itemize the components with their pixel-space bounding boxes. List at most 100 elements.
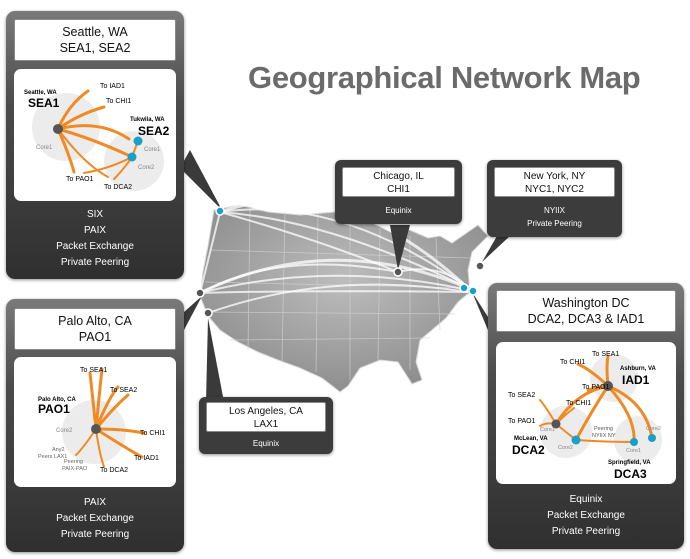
newyork-card: New York, NY NYC1, NYC2 NYIIX Private Pe… (487, 160, 622, 237)
dca3-core1-label: Core1 (626, 448, 641, 454)
to-sea1-label: To SEA1 (80, 367, 107, 374)
seattle-exchange: SIX (86, 209, 104, 220)
to-chi1-label: To CHI1 (560, 359, 585, 366)
pao1-label: PAO1 (38, 402, 70, 416)
washington-node-b (468, 286, 478, 296)
sea1-core1-label: Core1 (36, 145, 53, 151)
peers-lax1-label: Peers LAX1 (38, 454, 67, 460)
dca3-core2-node (648, 434, 656, 442)
washington-city: Washington DC (542, 296, 630, 310)
to-pao1-b-label: To PAO1 (508, 418, 536, 425)
losangeles-header: Los Angeles, CA LAX1 (206, 402, 326, 432)
paloalto-exchange: Private Peering (60, 529, 130, 540)
newyork-header: New York, NY NYC1, NYC2 (494, 167, 615, 197)
pao1-city-label: Palo Alto, CA (38, 397, 76, 403)
sea1-core1-node (53, 124, 63, 134)
dca2-label: DCA2 (512, 443, 545, 457)
washington-node-a (459, 283, 469, 293)
nyiix-label: NYIIX NY (592, 433, 616, 439)
losangeles-code: LAX1 (253, 419, 279, 430)
washington-codes: DCA2, DCA3 & IAD1 (527, 312, 645, 326)
pao1-core2-label: Core2 (56, 428, 73, 434)
newyork-codes: NYC1, NYC2 (525, 184, 584, 195)
chicago-code: CHI1 (387, 184, 410, 195)
callout-pointers (180, 150, 510, 402)
any2-label: Any2 (52, 447, 65, 453)
to-sea2-label: To SEA2 (508, 392, 535, 399)
newyork-exchange: NYIIX (544, 206, 565, 215)
network-arcs (199, 199, 481, 314)
paix-pao-label: PAIX-PAO (62, 466, 88, 472)
peering-label: Peering (594, 426, 613, 432)
seattle-topology: Seattle, WA SEA1 To IAD1 To CHI1 Tukwila… (24, 83, 170, 191)
to-iad1-label: To IAD1 (134, 455, 159, 462)
dca2-core1-label: Core1 (540, 427, 555, 433)
ashburn-label: Ashburn, VA (620, 366, 657, 372)
paloalto-node (195, 288, 205, 298)
us-landmass (199, 204, 489, 393)
sea2-city-label: Tukwila, WA (130, 117, 165, 123)
washington-exchange: Private Peering (551, 526, 621, 537)
washington-exchanges: Equinix Packet Exchange Private Peering (488, 492, 684, 540)
paloalto-header: Palo Alto, CA PAO1 (14, 308, 176, 350)
page-title: Geographical Network Map (248, 60, 641, 95)
sea1-city-label: Seattle, WA (24, 90, 57, 96)
washington-card: Washington DC DCA2, DCA3 & IAD1 (488, 283, 684, 549)
springfield-label: Springfield, VA (608, 460, 651, 466)
to-sea2-label: To SEA2 (110, 387, 137, 394)
paloalto-diagram: Palo Alto, CA PAO1 To SEA1 To SEA2 Core2… (14, 357, 176, 487)
sea2-core2-node (127, 152, 137, 162)
dca2-core2-label: Core2 (558, 445, 573, 451)
chicago-header: Chicago, IL CHI1 (342, 167, 455, 197)
losangeles-card: Los Angeles, CA LAX1 Equinix (199, 397, 333, 454)
sea2-core1-node (133, 136, 143, 146)
pao1-core2-node (91, 424, 101, 434)
to-dca2-label: To DCA2 (100, 467, 128, 474)
paloalto-exchange: PAIX (83, 497, 107, 508)
dca2-core1-node (551, 419, 561, 429)
seattle-header: Seattle, WA SEA1, SEA2 (14, 19, 176, 61)
chicago-city: Chicago, IL (373, 171, 424, 182)
chicago-exchange: Equinix (385, 206, 412, 215)
washington-header: Washington DC DCA2, DCA3 & IAD1 (496, 290, 676, 332)
sea2-core1-label: Core1 (144, 147, 161, 153)
to-dca2-label: To DCA2 (104, 184, 132, 191)
chicago-node (393, 267, 403, 277)
to-sea1-label: To SEA1 (592, 351, 619, 358)
seattle-exchange: Private Peering (60, 257, 130, 268)
paloalto-city: Palo Alto, CA (58, 314, 132, 328)
dca2-core2-node (571, 435, 581, 445)
sea2-label: SEA2 (138, 124, 170, 138)
mclean-label: McLean, VA (514, 436, 548, 442)
seattle-exchanges: SIX PAIX Packet Exchange Private Peering (6, 207, 184, 271)
washington-exchange: Packet Exchange (547, 510, 625, 521)
state-lines (204, 207, 471, 380)
paloalto-exchanges: PAIX Packet Exchange Private Peering (6, 495, 184, 543)
dca3-core2-label: Core2 (646, 426, 661, 432)
losangeles-node (203, 308, 213, 318)
washington-exchange: Equinix (569, 494, 603, 505)
seattle-exchange: PAIX (83, 225, 107, 236)
newyork-node (475, 261, 485, 271)
map-nodes (195, 206, 485, 318)
seattle-exchange: Packet Exchange (56, 241, 134, 252)
iad1-label: IAD1 (622, 373, 650, 387)
peering-label: Peering (64, 459, 83, 465)
paloalto-topology: Palo Alto, CA PAO1 To SEA1 To SEA2 Core2… (38, 367, 165, 474)
to-chi1-b-label: To CHI1 (566, 400, 591, 407)
losangeles-city: Los Angeles, CA (229, 406, 303, 417)
seattle-diagram: Seattle, WA SEA1 To IAD1 To CHI1 Tukwila… (14, 69, 176, 201)
newyork-city: New York, NY (523, 171, 586, 182)
sea2-core2-label: Core2 (138, 165, 155, 171)
to-chi1-label: To CHI1 (140, 430, 165, 437)
dca3-label: DCA3 (614, 467, 647, 481)
paloalto-exchange: Packet Exchange (56, 513, 134, 524)
chicago-card: Chicago, IL CHI1 Equinix (335, 160, 462, 224)
seattle-card: Seattle, WA SEA1, SEA2 (6, 11, 184, 279)
to-chi1-label: To CHI1 (106, 98, 131, 105)
to-pao1-label: To PAO1 (582, 384, 610, 391)
dca3-core1-node (630, 438, 638, 446)
seattle-codes: SEA1, SEA2 (59, 41, 131, 55)
